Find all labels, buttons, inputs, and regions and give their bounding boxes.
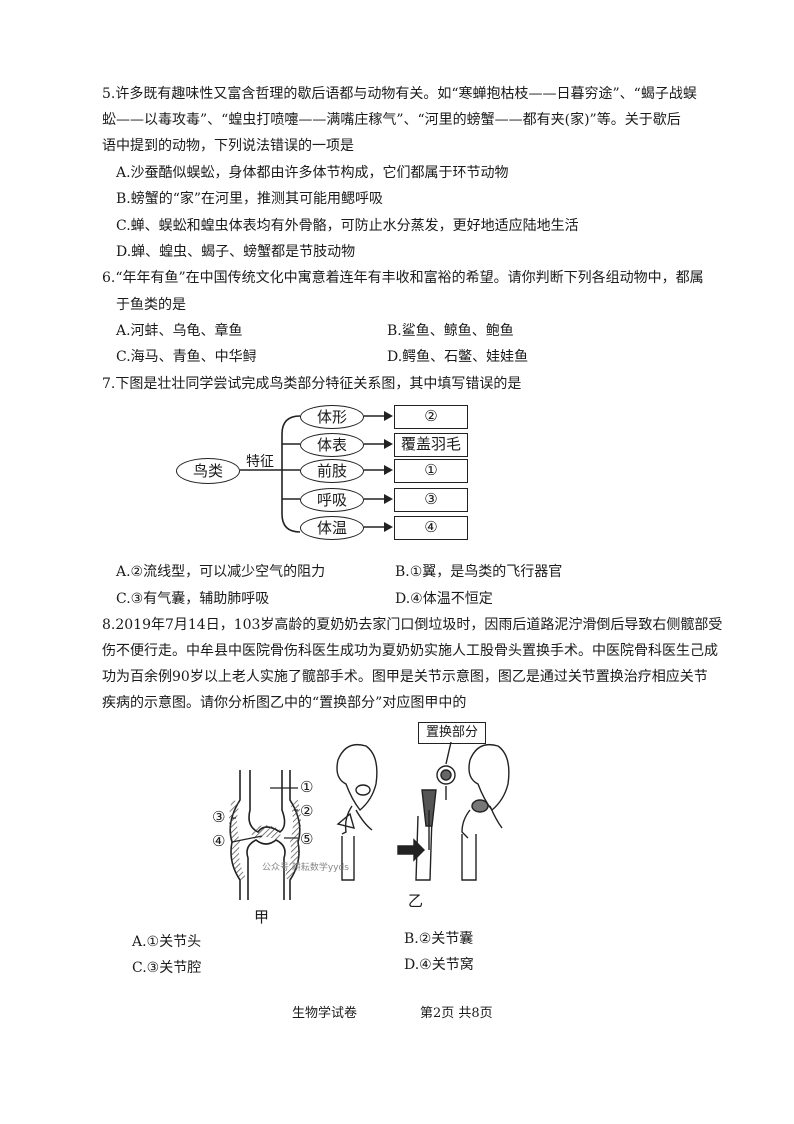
figure-jia-caption: 甲: [254, 908, 270, 926]
q7-option-a: A.②流线型，可以减少空气的阻力: [116, 564, 326, 580]
diagram-item-value: ③: [394, 488, 468, 512]
diagram-item-name: 体温: [300, 516, 364, 540]
diagram-connector-lines: [240, 411, 393, 533]
q6-option-a: A.河蚌、乌龟、章鱼: [116, 323, 243, 339]
diagram-item-value: ②: [394, 405, 468, 429]
q8-stem-line-4: 疾病的示意图。请你分析图乙中的“置换部分”对应图甲中的: [102, 695, 467, 711]
q7-option-c: C.③有气囊，辅助肺呼吸: [116, 591, 270, 607]
q6-option-b: B.鲨鱼、鲸鱼、鲍鱼: [387, 323, 514, 339]
footer-subject: 生物学试卷: [292, 1006, 358, 1021]
q8-option-d: D.④关节窝: [404, 957, 474, 973]
diagram-item-value: ④: [394, 516, 468, 540]
joint-label-2: ②: [300, 802, 314, 820]
hip-replacement-drawing: [336, 741, 510, 881]
q8-option-b: B.②关节囊: [404, 931, 474, 947]
q6-stem-line-2: 于鱼类的是: [116, 297, 186, 313]
joint-label-5: ⑤: [300, 830, 314, 848]
q8-option-c: C.③关节腔: [132, 960, 202, 976]
replace-part-label: 置换部分: [418, 722, 486, 744]
q8-stem-line-2: 伤不便行走。中牟县中医院骨伤科医生成功为夏奶奶实施人工股骨头置换手术。中医院骨科…: [102, 643, 718, 659]
diagram-item-name: 体形: [300, 405, 364, 429]
q5-stem-line-1: 5.许多既有趣味性又富含哲理的歇后语都与动物有关。如“寒蝉抱枯枝——日暮穷途”、…: [102, 86, 697, 102]
figure-yi-caption: 乙: [408, 892, 424, 910]
diagram-item-name: 体表: [300, 433, 364, 457]
joint-label-1: ①: [300, 778, 314, 796]
q5-option-c: C.蝉、蜈蚣和蝗虫体表均有外骨骼，可防止水分蒸发，更好地适应陆地生活: [116, 218, 579, 234]
q8-stem-line-3: 功为百余例90岁以上老人实施了髋部手术。图甲是关节示意图，图乙是通过关节置换治疗…: [102, 669, 708, 685]
q7-stem: 7.下图是壮壮同学尝试完成鸟类部分特征关系图，其中填写错误的是: [102, 376, 522, 392]
q5-stem-line-2: 蚣——以毒攻毒”、“蝗虫打喷嚏——满嘴庄稼气”、“河里的螃蟹——都有夹(家)”等…: [102, 112, 681, 128]
diagram-item-name: 前肢: [300, 459, 364, 483]
q7-option-d: D.④体温不恒定: [395, 591, 493, 607]
q5-option-d: D.蝉、蝗虫、蝎子、螃蟹都是节肢动物: [116, 244, 356, 260]
diagram-item-value: 覆盖羽毛: [394, 433, 468, 457]
q8-option-a: A.①关节头: [132, 934, 202, 950]
joint-label-4: ④: [212, 832, 226, 850]
q5-option-b: B.螃蟹的“家”在河里，推测其可能用鳃呼吸: [116, 191, 384, 207]
diagram-connector-label: 特征: [246, 454, 274, 470]
diagram-item-name: 呼吸: [300, 488, 364, 512]
watermark: 公众号 耕耘数学yyds: [262, 863, 349, 873]
q5-option-a: A.沙蚕酷似蜈蚣，身体都由许多体节构成，它们都属于环节动物: [116, 165, 509, 181]
q8-stem-line-1: 8.2019年7月14日，103岁高龄的夏奶奶去家门口倒垃圾时，因雨后道路泥泞滑…: [102, 617, 723, 633]
footer-page-number: 第2页 共8页: [420, 1006, 493, 1021]
q5-stem-line-3: 语中提到的动物，下列说法错误的一项是: [102, 138, 354, 154]
q7-option-b: B.①翼，是鸟类的飞行器官: [395, 564, 563, 580]
diagram-root-bird: 鸟类: [176, 458, 240, 484]
joint-label-3: ③: [212, 808, 226, 826]
q6-stem-line-1: 6.“年年有鱼”在中国传统文化中寓意着连年有丰收和富裕的希望。请你判断下列各组动…: [102, 270, 704, 286]
diagram-item-value: ①: [394, 459, 468, 483]
joint-diagram-drawing: [229, 770, 301, 900]
q6-option-c: C.海马、青鱼、中华鲟: [116, 349, 257, 365]
q6-option-d: D.鳄鱼、石鳖、娃娃鱼: [387, 349, 529, 365]
